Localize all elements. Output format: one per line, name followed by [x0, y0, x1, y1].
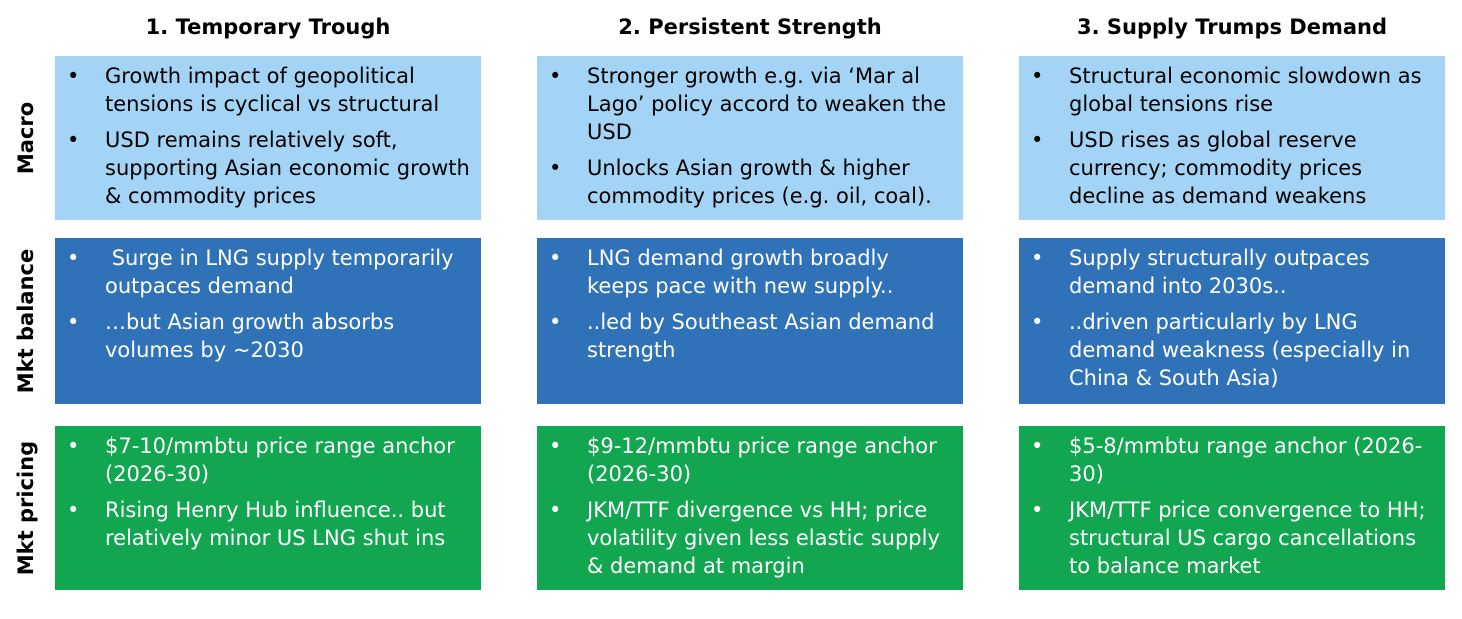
bullet-glyph: • [549, 310, 562, 334]
bullet-item: • USD rises as global reserve currency; c… [1031, 126, 1437, 210]
bullet-item: • LNG demand growth broadly keeps pace wi… [549, 244, 955, 300]
cell-balance-temporary-trough: • Surge in LNG supply temporarily outpac… [55, 238, 481, 404]
bullet-glyph: • [67, 128, 80, 152]
bullet-text: Growth impact of geopolitical tensions i… [105, 64, 440, 116]
row-label-mkt-balance: Mkt balance [0, 238, 52, 404]
bullet-glyph: • [549, 64, 562, 88]
bullet-glyph: • [67, 64, 80, 88]
bullet-item: • $7-10/mmbtu price range anchor (2026-30… [67, 432, 473, 488]
bullet-item: • Unlocks Asian growth & higher commodity… [549, 154, 955, 210]
bullet-item: • Growth impact of geopolitical tensions … [67, 62, 473, 118]
bullet-text: Rising Henry Hub influence.. but relativ… [105, 498, 446, 550]
row-label-macro: Macro [0, 56, 52, 220]
cell-macro-persistent-strength: • Stronger growth e.g. via ‘Mar al Lago’ … [537, 56, 963, 220]
bullet-glyph: • [1031, 64, 1044, 88]
cell-balance-persistent-strength: • LNG demand growth broadly keeps pace wi… [537, 238, 963, 404]
bullet-glyph: • [1031, 498, 1044, 522]
bullet-glyph: • [67, 434, 80, 458]
bullet-item: • Stronger growth e.g. via ‘Mar al Lago’ … [549, 62, 955, 146]
bullet-text: $9-12/mmbtu price range anchor (2026-30) [587, 434, 937, 486]
bullet-text: USD rises as global reserve currency; co… [1069, 128, 1367, 208]
bullet-glyph: • [549, 498, 562, 522]
bullet-text: Structural economic slowdown as global t… [1069, 64, 1422, 116]
bullet-text: …but Asian growth absorbs volumes by ~20… [105, 310, 395, 362]
bullet-text: ..driven particularly by LNG demand weak… [1069, 310, 1411, 390]
bullet-text: LNG demand growth broadly keeps pace wit… [587, 246, 894, 298]
bullet-item: • $5-8/mmbtu range anchor (2026-30) [1031, 432, 1437, 488]
bullet-glyph: • [67, 310, 80, 334]
bullet-item: • Rising Henry Hub influence.. but relati… [67, 496, 473, 552]
cell-pricing-supply-trumps-demand: • $5-8/mmbtu range anchor (2026-30) • JKM/… [1019, 426, 1445, 590]
bullet-text: Supply structurally outpaces demand into… [1069, 246, 1370, 298]
bullet-glyph: • [1031, 434, 1044, 458]
column-header-supply-trumps-demand: 3. Supply Trumps Demand [1077, 15, 1387, 39]
bullet-text: USD remains relatively soft, supporting … [105, 128, 470, 208]
bullet-glyph: • [549, 434, 562, 458]
row-label-mkt-pricing: Mkt pricing [0, 426, 52, 590]
bullet-glyph: • [1031, 128, 1044, 152]
bullet-item: • Surge in LNG supply temporarily outpac… [67, 244, 473, 300]
bullet-glyph: • [1031, 310, 1044, 334]
bullet-text: Surge in LNG supply temporarily outpaces… [105, 246, 461, 298]
row-label-mkt-pricing-text: Mkt pricing [14, 440, 38, 576]
bullet-item: • $9-12/mmbtu price range anchor (2026-30… [549, 432, 955, 488]
bullet-text: Unlocks Asian growth & higher commodity … [587, 156, 932, 208]
cell-balance-supply-trumps-demand: • Supply structurally outpaces demand int… [1019, 238, 1445, 404]
bullet-text: $7-10/mmbtu price range anchor (2026-30) [105, 434, 455, 486]
cell-macro-supply-trumps-demand: • Structural economic slowdown as global … [1019, 56, 1445, 220]
row-label-macro-text: Macro [14, 101, 38, 175]
bullet-item: • ..led by Southeast Asian demand strengt… [549, 308, 955, 364]
cell-pricing-persistent-strength: • $9-12/mmbtu price range anchor (2026-30… [537, 426, 963, 590]
bullet-text: Stronger growth e.g. via ‘Mar al Lago’ p… [587, 64, 947, 144]
bullet-glyph: • [549, 156, 562, 180]
bullet-text: $5-8/mmbtu range anchor (2026-30) [1069, 434, 1423, 486]
bullet-item: • JKM/TTF price convergence to HH; struct… [1031, 496, 1437, 580]
bullet-text: ..led by Southeast Asian demand strength [587, 310, 935, 362]
bullet-text: JKM/TTF price convergence to HH; structu… [1069, 498, 1426, 578]
cell-macro-temporary-trough: • Growth impact of geopolitical tensions … [55, 56, 481, 220]
bullet-item: • ..driven particularly by LNG demand wea… [1031, 308, 1437, 392]
bullet-glyph: • [1031, 246, 1044, 270]
bullet-glyph: • [549, 246, 562, 270]
bullet-glyph: • [67, 498, 80, 522]
bullet-text: JKM/TTF divergence vs HH; price volatili… [587, 498, 940, 578]
column-header-persistent-strength: 2. Persistent Strength [618, 15, 882, 39]
bullet-item: • JKM/TTF divergence vs HH; price volatil… [549, 496, 955, 580]
row-label-mkt-balance-text: Mkt balance [14, 248, 38, 394]
bullet-item: • Supply structurally outpaces demand int… [1031, 244, 1437, 300]
bullet-item: • …but Asian growth absorbs volumes by ~2… [67, 308, 473, 364]
bullet-item: • USD remains relatively soft, supporting… [67, 126, 473, 210]
bullet-glyph: • [67, 246, 80, 270]
column-header-temporary-trough: 1. Temporary Trough [145, 15, 391, 39]
bullet-item: • Structural economic slowdown as global … [1031, 62, 1437, 118]
cell-pricing-temporary-trough: • $7-10/mmbtu price range anchor (2026-30… [55, 426, 481, 590]
